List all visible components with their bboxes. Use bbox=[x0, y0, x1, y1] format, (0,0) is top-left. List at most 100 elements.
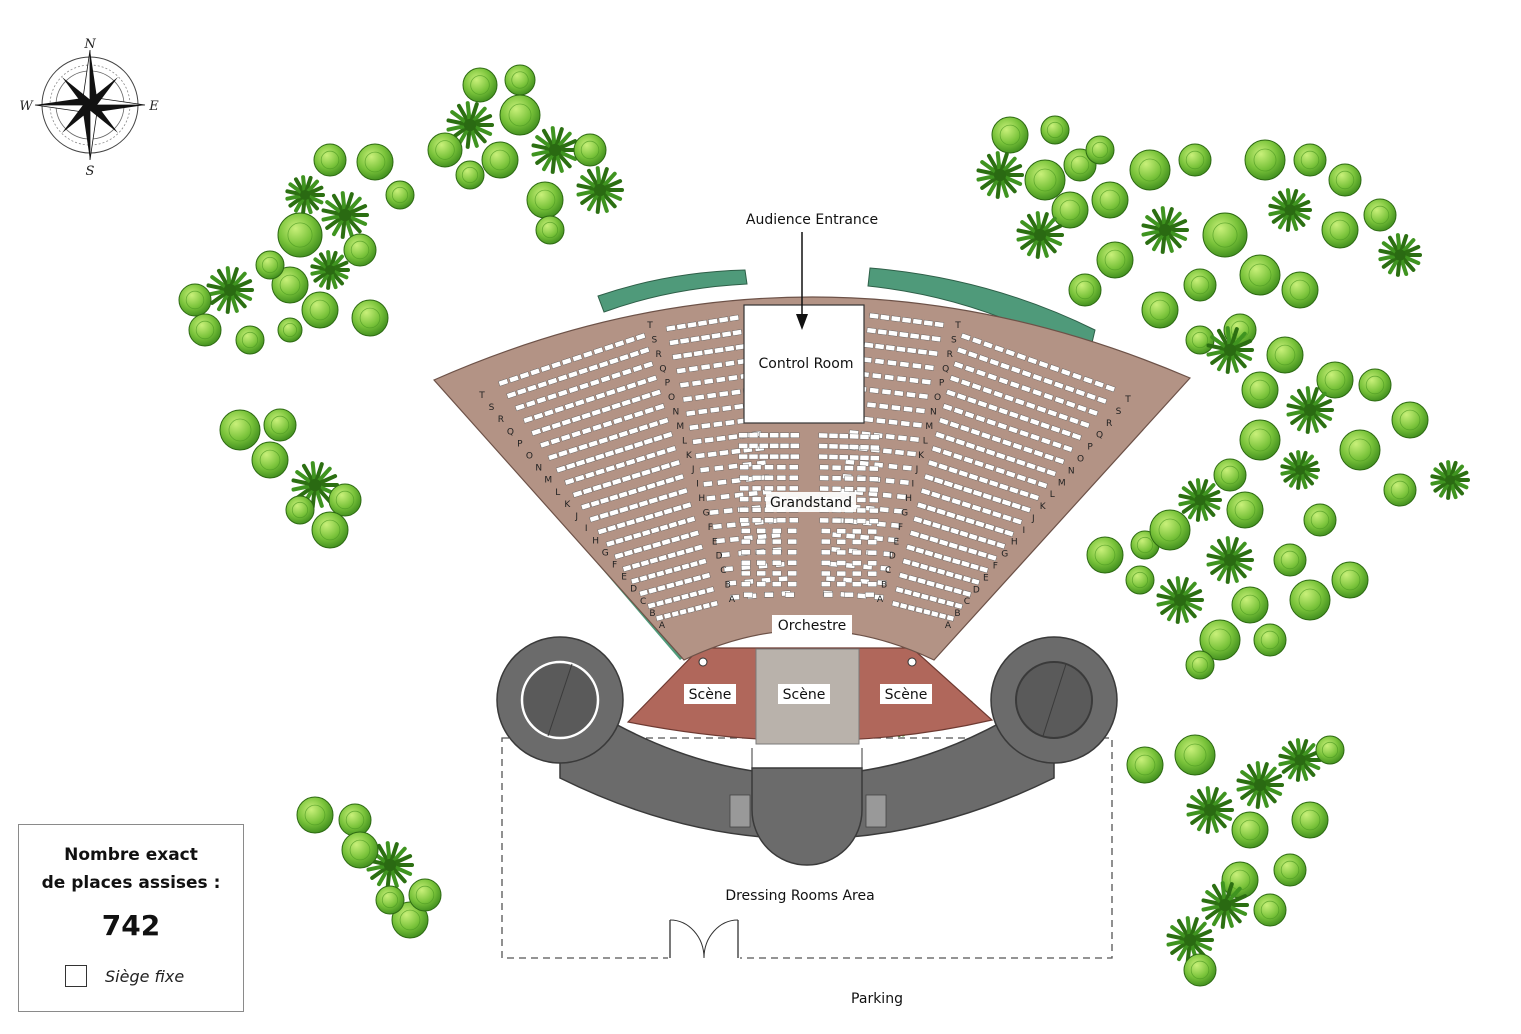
seat bbox=[729, 314, 740, 322]
scene-right-box bbox=[880, 684, 932, 704]
seat bbox=[667, 490, 679, 499]
row-letter: C bbox=[640, 597, 646, 607]
seat bbox=[937, 597, 947, 605]
seat bbox=[1020, 504, 1032, 514]
seat bbox=[595, 391, 606, 400]
seat bbox=[863, 341, 874, 349]
seat bbox=[910, 560, 921, 568]
seat bbox=[895, 586, 905, 594]
seat bbox=[669, 339, 680, 346]
seat bbox=[909, 332, 920, 340]
seat bbox=[986, 553, 998, 562]
tree-icon bbox=[1129, 149, 1171, 191]
seat bbox=[706, 392, 717, 399]
seat bbox=[669, 459, 681, 468]
seat bbox=[934, 582, 945, 590]
row-letter: M bbox=[1058, 478, 1066, 488]
row-letter: G bbox=[602, 548, 609, 558]
trees-layer bbox=[178, 64, 1470, 987]
seat bbox=[630, 395, 642, 404]
row-letter: F bbox=[898, 523, 903, 533]
row-letter: J bbox=[915, 465, 919, 475]
tree-detail bbox=[1321, 741, 1339, 759]
seat bbox=[1001, 513, 1013, 522]
seat bbox=[924, 364, 935, 371]
seat bbox=[819, 485, 829, 492]
seat bbox=[655, 599, 665, 607]
tree-detail bbox=[320, 150, 340, 170]
seat bbox=[628, 426, 639, 435]
seat bbox=[581, 426, 592, 435]
seat bbox=[914, 546, 925, 555]
tree-detail bbox=[185, 290, 205, 310]
row-letter: R bbox=[498, 415, 504, 425]
seat bbox=[836, 528, 847, 534]
seat bbox=[630, 471, 642, 480]
seat bbox=[900, 420, 911, 427]
tree-icon bbox=[1213, 458, 1247, 492]
seat bbox=[1062, 444, 1074, 453]
tree-icon bbox=[991, 116, 1029, 154]
row-letter: J bbox=[691, 465, 695, 475]
seat bbox=[907, 604, 916, 612]
seat bbox=[964, 517, 976, 525]
seat bbox=[636, 485, 647, 493]
seat bbox=[646, 482, 657, 491]
seat bbox=[934, 431, 946, 440]
seat bbox=[867, 570, 878, 577]
tree-detail bbox=[349, 839, 371, 861]
row-letter: T bbox=[954, 321, 961, 331]
seat bbox=[927, 459, 939, 468]
seat bbox=[819, 464, 829, 471]
seat bbox=[916, 577, 927, 585]
seat bbox=[703, 348, 714, 356]
row-letter: K bbox=[1040, 502, 1047, 512]
row-letter: R bbox=[1106, 419, 1112, 429]
seat bbox=[703, 377, 714, 385]
row-letter: Q bbox=[507, 427, 514, 437]
tree-icon bbox=[1024, 159, 1066, 201]
seat bbox=[672, 595, 682, 603]
seat bbox=[526, 384, 538, 393]
seat bbox=[776, 485, 787, 492]
seat bbox=[869, 486, 879, 493]
seat bbox=[640, 559, 650, 567]
seat bbox=[978, 354, 989, 363]
seat bbox=[960, 560, 971, 568]
seat bbox=[878, 403, 889, 410]
seat bbox=[614, 551, 625, 560]
seat bbox=[836, 581, 847, 587]
seat bbox=[844, 591, 854, 598]
seat bbox=[991, 510, 1003, 519]
tree-detail bbox=[508, 103, 532, 127]
row-letter: O bbox=[526, 452, 533, 462]
seat bbox=[1049, 364, 1060, 373]
seat bbox=[710, 600, 719, 608]
seat bbox=[633, 409, 645, 419]
seat bbox=[959, 424, 971, 433]
seat bbox=[620, 398, 632, 407]
seat bbox=[543, 408, 555, 417]
seat bbox=[697, 408, 708, 415]
palm-tree-icon bbox=[206, 266, 254, 314]
seat bbox=[640, 392, 652, 401]
tree-icon bbox=[1178, 143, 1212, 177]
tree-detail bbox=[1280, 550, 1300, 570]
seat bbox=[627, 487, 638, 496]
seat bbox=[995, 541, 1006, 550]
palm-tree-icon bbox=[976, 151, 1024, 199]
seat bbox=[741, 570, 751, 577]
seat bbox=[689, 560, 699, 568]
seat bbox=[663, 612, 672, 620]
row-letter: B bbox=[881, 581, 887, 591]
tree-icon bbox=[1281, 271, 1319, 309]
seat bbox=[641, 529, 652, 537]
seat bbox=[896, 375, 907, 383]
seat bbox=[933, 552, 944, 560]
seat bbox=[570, 430, 582, 439]
grandstand-label: Grandstand bbox=[770, 495, 852, 511]
seat bbox=[561, 357, 573, 366]
seat bbox=[958, 530, 969, 538]
seat bbox=[949, 375, 961, 384]
seat bbox=[522, 415, 534, 424]
